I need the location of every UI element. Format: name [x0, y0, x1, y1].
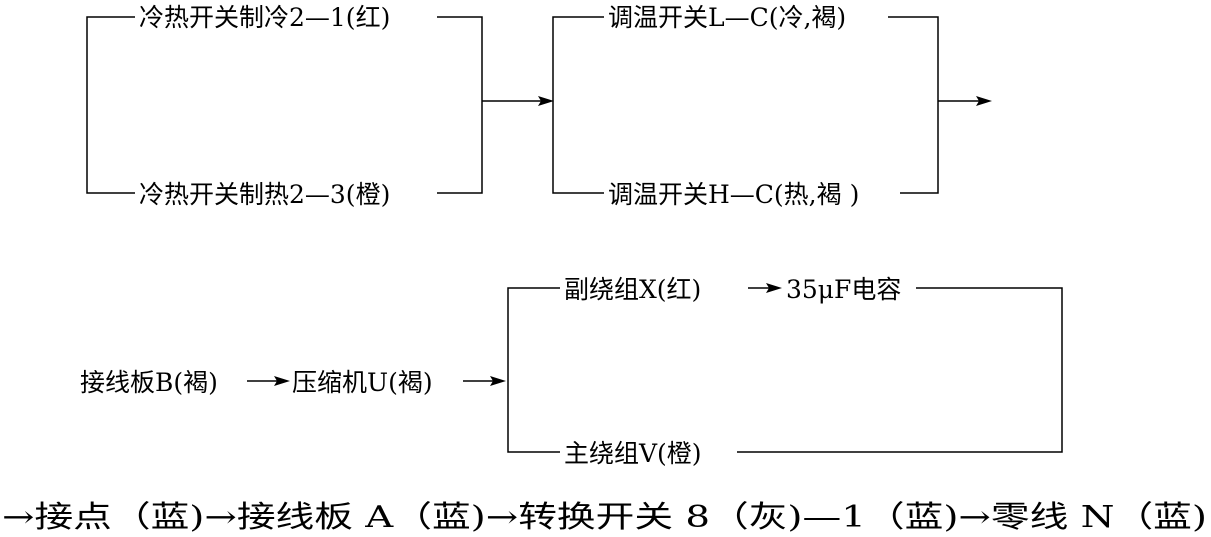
- label-return-path: →接点（蓝)→接线板 A（蓝)→转换开关 8（灰)—1（蓝)→零线 N（蓝): [2, 500, 1207, 535]
- label-cool-heat-switch-cool: 冷热开关制冷2—1(红): [139, 3, 390, 32]
- windings-bracket-right: [737, 287, 1063, 453]
- thermostat-bracket-right: [888, 16, 939, 194]
- label-main-winding: 主绕组V(橙): [564, 439, 702, 468]
- label-capacitor: 35μF电容: [786, 275, 901, 304]
- cool-heat-switch-block: 冷热开关制冷2—1(红) 冷热开关制热2—3(橙): [86, 3, 554, 209]
- thermostat-block: 调温开关L—C(冷,褐) 调温开关H—C(热,褐 ): [552, 3, 992, 209]
- label-compressor-u: 压缩机U(褐): [292, 368, 433, 397]
- label-cool-heat-switch-heat: 冷热开关制热2—3(橙): [139, 180, 390, 209]
- label-thermostat-h: 调温开关H—C(热,褐 ): [608, 180, 859, 209]
- thermostat-bracket-left: [552, 16, 604, 194]
- arrow-to-windings-head: [490, 376, 506, 386]
- cool-heat-bracket-left: [86, 16, 135, 194]
- windings-bracket-left: [507, 287, 560, 453]
- arrow-to-compressor-head: [274, 376, 290, 386]
- label-aux-winding: 副绕组X(红): [564, 275, 701, 304]
- arrow-out-head: [976, 96, 992, 106]
- arrow-to-capacitor-head: [766, 283, 782, 293]
- label-thermostat-l: 调温开关L—C(冷,褐): [608, 3, 846, 32]
- label-terminal-board-b: 接线板B(褐): [80, 368, 218, 397]
- cool-heat-bracket-right: [437, 16, 483, 194]
- compressor-block: 接线板B(褐) 压缩机U(褐) 副绕组X(红) 35μF电容 主绕组V(橙): [80, 275, 1063, 468]
- arrow-to-thermostat-head: [538, 96, 554, 106]
